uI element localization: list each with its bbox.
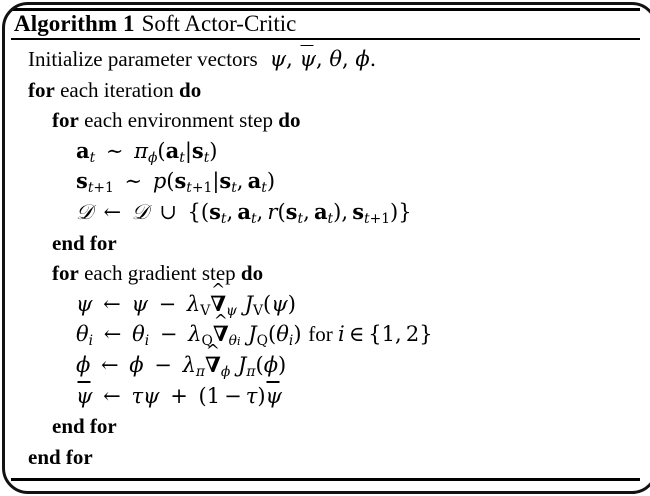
line-update-psi: 𝜓 ← 𝜓 − 𝜆V∇^ψ JV(𝜓)	[0, 279, 650, 320]
equation-update-target-psi: 𝜓 ← 𝜏𝜓 + (1−𝜏)𝜓	[76, 381, 282, 408]
algorithm-number-label: Algorithm 1	[14, 10, 135, 36]
line-update-phi: 𝜙 ← 𝜙 − 𝜆π∇^ϕ Jπ(𝜙)	[0, 340, 650, 381]
algorithm-name: Soft Actor-Critic	[141, 10, 297, 36]
keyword-for: for	[28, 77, 55, 102]
keyword-do: do	[278, 108, 301, 133]
equation-theta-index-set: i∈{1, 2}	[337, 322, 433, 347]
equation-append-replay-buffer: 𝒟 ← 𝒟 ∪ {(st, at, r(st, at), st+1)}	[76, 198, 412, 227]
algorithm-bottom-rule	[11, 478, 640, 481]
keyword-do: do	[179, 77, 202, 102]
initialize-text: Initialize parameter vectors	[28, 47, 258, 71]
line-end-for-gradient-step: end for	[0, 411, 650, 442]
keyword-for: for	[52, 261, 79, 286]
line-for-iteration: for each iteration do	[0, 75, 650, 106]
index-two: 2	[405, 322, 420, 347]
algorithm-top-rule	[11, 8, 640, 12]
line-sample-action: at ∼ 𝜋ϕ(at|st)	[0, 136, 650, 167]
equation-sample-action: at ∼ 𝜋ϕ(at|st)	[76, 137, 218, 166]
line-sample-next-state: st+1 ∼ p(st+1|st, at)	[0, 166, 650, 197]
keyword-end-for: end for	[28, 444, 93, 469]
line-for-environment-step: for each environment step do	[0, 105, 650, 136]
theta-suffix-for: for	[308, 322, 333, 347]
keyword-end-for: end for	[52, 230, 117, 255]
for-environment-step-text: each environment step	[84, 108, 274, 133]
line-end-for-environment-step: end for	[0, 228, 650, 259]
keyword-end-for: end for	[52, 414, 117, 439]
for-gradient-step-text: each gradient step	[84, 261, 236, 286]
line-update-target-psi: 𝜓 ← 𝜏𝜓 + (1−𝜏)𝜓	[0, 381, 650, 412]
algorithm-body: Initialize parameter vectors 𝜓, 𝜓, 𝜃, 𝜙.…	[0, 44, 650, 472]
equation-update-theta: 𝜃i ← 𝜃i − 𝜆Q∇^θi JQ(𝜃i)	[76, 309, 302, 350]
equation-update-phi: 𝜙 ← 𝜙 − 𝜆π∇^ϕ Jπ(𝜙)	[76, 340, 287, 380]
algorithm-title-rule	[11, 38, 640, 40]
line-initialize: Initialize parameter vectors 𝜓, 𝜓, 𝜃, 𝜙.	[0, 44, 650, 75]
keyword-do: do	[240, 261, 264, 286]
keyword-for: for	[52, 108, 79, 133]
equation-sample-next-state: st+1 ∼ p(st+1|st, at)	[76, 168, 276, 197]
line-end-for-iteration: end for	[0, 442, 650, 473]
for-iteration-text: each iteration	[60, 77, 174, 102]
index-one: 1	[381, 322, 395, 347]
equation-update-psi: 𝜓 ← 𝜓 − 𝜆V∇^ψ JV(𝜓)	[76, 279, 296, 319]
line-update-theta: 𝜃i ← 𝜃i − 𝜆Q∇^θi JQ(𝜃i) for i∈{1, 2}	[0, 309, 650, 350]
line-for-gradient-step: for each gradient step do	[0, 258, 650, 289]
algorithm-title: Algorithm 1 Soft Actor-Critic	[14, 9, 296, 38]
line-append-replay-buffer: 𝒟 ← 𝒟 ∪ {(st, at, r(st, at), st+1)}	[0, 197, 650, 228]
initialize-symbols: 𝜓, 𝜓, 𝜃, 𝜙.	[263, 44, 376, 71]
